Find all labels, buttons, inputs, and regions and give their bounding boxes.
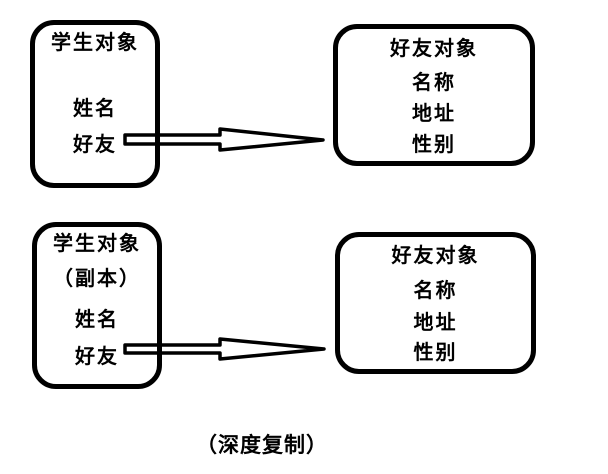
friend-object-box-bottom: 好友对象 名称 地址 性别 (335, 232, 536, 374)
field-gender: 性别 (413, 340, 458, 364)
box-subtitle: （副本） (53, 266, 141, 290)
box-title: 好友对象 (390, 36, 478, 60)
box-title: 学生对象 (53, 231, 141, 255)
field-address: 地址 (412, 101, 456, 125)
field-address: 地址 (413, 310, 458, 334)
box-title: 学生对象 (51, 30, 139, 54)
student-object-box: 学生对象 姓名 好友 (30, 20, 160, 188)
box-title: 好友对象 (391, 243, 480, 267)
field-title: 名称 (413, 278, 458, 302)
field-gender: 性别 (412, 132, 456, 156)
field-title: 名称 (412, 70, 456, 94)
diagram-caption: （深度复制） (196, 433, 328, 457)
student-copy-object-box: 学生对象 （副本） 姓名 好友 (32, 222, 162, 389)
field-name: 姓名 (75, 307, 119, 331)
field-friend: 好友 (73, 132, 117, 156)
deep-copy-arrow-top-icon (123, 127, 325, 152)
field-friend: 好友 (75, 344, 119, 368)
friend-object-box-top: 好友对象 名称 地址 性别 (333, 24, 535, 166)
deep-copy-arrow-bottom-icon (123, 337, 326, 361)
field-name: 姓名 (73, 96, 117, 120)
